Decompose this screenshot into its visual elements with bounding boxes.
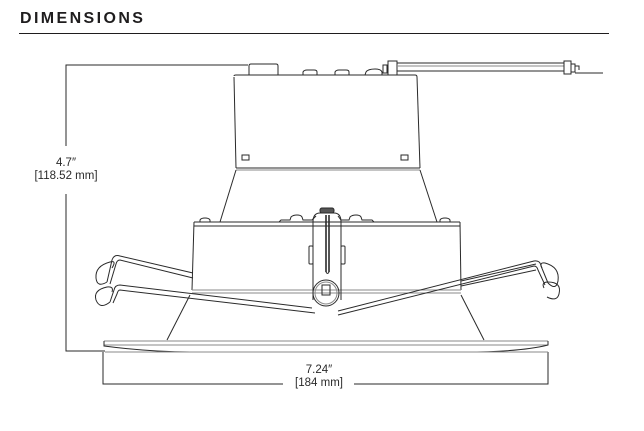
- mounting-ring-screws: [199, 214, 451, 223]
- tapered-body-lower: [166, 294, 485, 341]
- junction-box-top: [248, 60, 398, 76]
- height-dimension-label: 4.7″ [118.52 mm]: [22, 157, 110, 183]
- width-dimension-label: 7.24″ [184 mm]: [284, 364, 354, 390]
- height-dimension-line: [65, 64, 248, 352]
- adjustment-screw-bracket: [308, 207, 346, 307]
- title-underline: [19, 33, 609, 34]
- width-dimension-line: [102, 352, 549, 385]
- width-imperial: 7.24″: [305, 364, 333, 376]
- torsion-spring-left: [95, 255, 316, 314]
- page-title: DIMENSIONS: [20, 10, 146, 27]
- conduit-whip: [397, 60, 603, 75]
- mounting-ring: [191, 221, 462, 294]
- width-metric: [184 mm]: [295, 377, 343, 389]
- height-metric: [118.52 mm]: [34, 170, 98, 182]
- trim-flange: [103, 340, 549, 353]
- driver-housing: [233, 74, 421, 171]
- torsion-spring-right: [337, 260, 560, 316]
- tapered-body-upper: [219, 169, 438, 223]
- height-imperial: 4.7″: [55, 157, 77, 169]
